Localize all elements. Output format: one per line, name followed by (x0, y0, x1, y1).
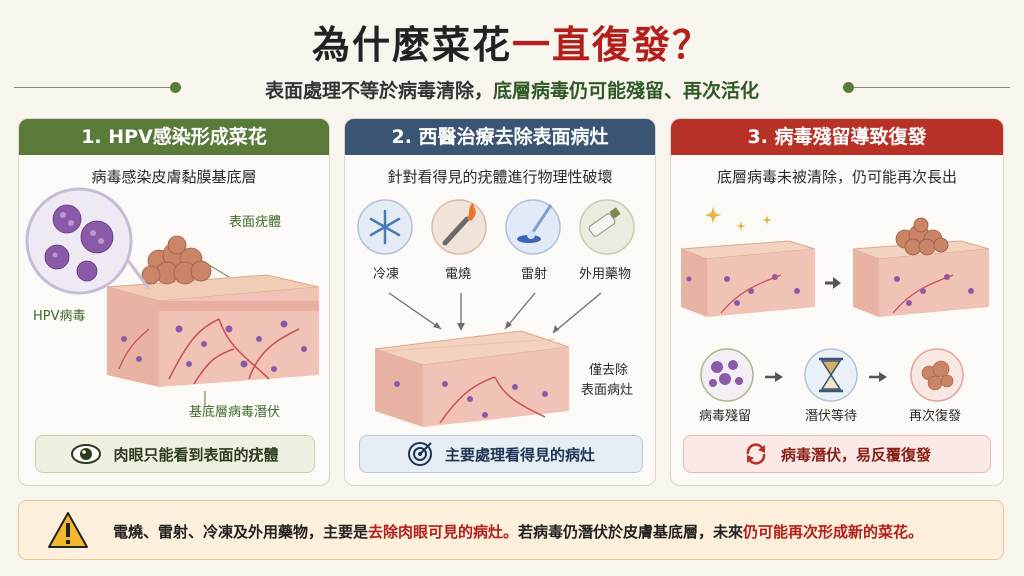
regrown-wart (895, 217, 949, 256)
panel-2-footer: 主要處理看得見的病灶 (359, 435, 643, 473)
panel-2-footer-text: 主要處理看得見的病灶 (444, 445, 595, 464)
treated-skin-block (374, 330, 570, 427)
skin-cross-section-illustration (25, 187, 320, 407)
subtitle: 表面處理不等於病毒清除，底層病毒仍可能殘留、再次活化 (14, 76, 1010, 103)
treatment-label-topical: 外用藥物 (579, 267, 632, 282)
title-accent: 一直復發？ (512, 23, 713, 67)
divider-dot-right (843, 82, 854, 93)
subtitle-row: 表面處理不等於病毒清除，底層病毒仍可能殘留、再次活化 (14, 76, 1010, 103)
label-surface-only-1: 僅去除 (589, 363, 629, 378)
label-surface-wart: 表面疣體 (229, 215, 282, 230)
treatment-label-cautery: 電燒 (445, 267, 472, 282)
ointment-tube-icon (579, 199, 635, 255)
panel-2-heading: 2. 西醫治療去除表面病灶 (345, 119, 655, 155)
warning-text: 電燒、雷射、冷凍及外用藥物，主要是去除肉眼可見的病灶。若病毒仍潛伏於皮膚基底層，… (113, 521, 923, 542)
warning-box: 電燒、雷射、冷凍及外用藥物，主要是去除肉眼可見的病灶。若病毒仍潛伏於皮膚基底層，… (18, 500, 1004, 560)
skin-block (106, 274, 320, 387)
arrow-right-icon (825, 277, 841, 289)
panel-1-footer: 肉眼只能看到表面的疣體 (35, 435, 315, 473)
step-label-virus-residue: 病毒殘留 (699, 409, 752, 424)
panel-1-heading: 1. HPV感染形成菜花 (19, 119, 329, 155)
label-hpv-virus: HPV病毒 (33, 309, 86, 324)
divider-dot-left (170, 82, 181, 93)
title-main: 為什麼菜花 (311, 23, 512, 67)
panel-3-description: 底層病毒未被清除，仍可能再次長出 (716, 168, 957, 186)
label-basal-latent: 基底層病毒潛伏 (189, 405, 281, 420)
eye-icon (71, 444, 102, 464)
subtitle-part2: 底層病毒仍可能殘留、再次活化 (493, 80, 760, 102)
subtitle-part1: 表面處理不等於病毒清除， (264, 80, 493, 102)
warning-part2: 去除肉眼可見的病灶。 (368, 523, 519, 541)
snowflake-icon (357, 199, 413, 255)
skin-block-before (680, 240, 816, 317)
target-icon (407, 442, 432, 466)
warning-part1: 電燒、雷射、冷凍及外用藥物，主要是 (113, 523, 369, 541)
sparkle-icon (705, 207, 772, 231)
treatment-label-freeze: 冷凍 (373, 267, 400, 282)
treatment-illustration (357, 199, 635, 427)
step-label-latent-waiting: 潛伏等待 (805, 409, 858, 424)
panel-3-footer: 病毒潛伏，易反覆復發 (683, 435, 991, 473)
recurrence-illustration (680, 207, 990, 402)
panel-1-footer-text: 肉眼只能看到表面的疣體 (113, 445, 279, 464)
label-surface-only-2: 表面病灶 (581, 383, 634, 398)
panel-3-heading: 3. 病毒殘留導致復發 (671, 119, 1003, 155)
panel-hpv-infection: 1. HPV感染形成菜花 病毒感染皮膚黏膜基底層 (18, 118, 330, 486)
divider-right (854, 87, 1010, 88)
warning-part4: 仍可能再次形成新的菜花。 (743, 523, 924, 541)
panel-virus-recurrence: 3. 病毒殘留導致復發 底層病毒未被清除，仍可能再次長出 (670, 118, 1004, 486)
panel-2-description: 針對看得見的疣體進行物理性破壞 (387, 168, 613, 186)
panel-western-treatment: 2. 西醫治療去除表面病灶 針對看得見的疣體進行物理性破壞 (344, 118, 656, 486)
panel-1-description: 病毒感染皮膚黏膜基底層 (91, 168, 257, 186)
skin-block-after (852, 240, 990, 317)
laser-icon (505, 199, 561, 255)
warning-part3: 若病毒仍潛伏於皮膚基底層，未來 (518, 523, 744, 541)
step-label-recurrence: 再次復發 (909, 409, 962, 424)
hourglass-icon (804, 348, 858, 402)
panel-3-footer-text: 病毒潛伏，易反覆復發 (780, 445, 931, 464)
hpv-magnified-view (25, 187, 151, 295)
divider-left (14, 87, 170, 88)
virus-cluster-icon (700, 348, 754, 402)
warning-icon (48, 512, 88, 548)
cautery-icon (431, 199, 487, 255)
page-title: 為什麼菜花一直復發？ (0, 14, 1024, 69)
treatment-label-laser: 雷射 (521, 267, 548, 282)
wart-regrowth-icon (910, 348, 964, 402)
recurrence-cycle-icon (746, 443, 766, 465)
wart-growth (141, 235, 212, 285)
